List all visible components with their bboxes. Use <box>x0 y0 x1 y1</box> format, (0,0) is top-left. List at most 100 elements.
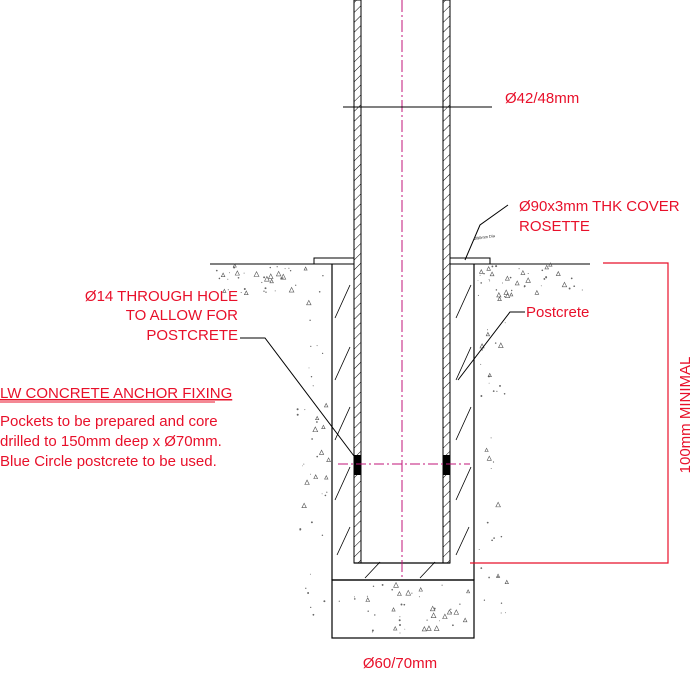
aggregate-dot <box>404 628 406 630</box>
aggregate-dot <box>263 276 266 279</box>
aggregate-dot <box>483 599 486 601</box>
anchor-note-line2: drilled to 150mm deep x Ø70mm. <box>0 433 222 450</box>
aggregate-dot <box>543 277 546 280</box>
aggregate-mark <box>393 581 399 588</box>
core-pocket <box>331 264 475 581</box>
aggregate-dot <box>301 465 303 467</box>
aggregate-dot <box>480 363 482 365</box>
aggregate-mark <box>534 289 540 295</box>
aggregate-mark <box>315 415 320 421</box>
aggregate-dot <box>243 288 246 290</box>
aggregate-dot <box>371 629 374 632</box>
aggregate-dot <box>227 278 229 280</box>
aggregate-mark <box>486 265 491 271</box>
aggregate-dot <box>488 576 490 579</box>
aggregate-dot <box>503 393 506 395</box>
aggregate-dot <box>321 534 324 537</box>
core-diameter-label: Ø60/70mm <box>363 655 437 672</box>
aggregate-dot <box>540 285 542 287</box>
aggregate-dot <box>299 528 302 531</box>
aggregate-mark <box>484 447 489 452</box>
aggregate-mark <box>486 455 492 461</box>
aggregate-mark <box>504 292 511 298</box>
aggregate-dot <box>372 585 375 587</box>
aggregate-mark <box>503 289 509 295</box>
aggregate-dot <box>326 491 328 493</box>
minimal-depth-label: 100mm MINIMAL <box>677 357 694 474</box>
aggregate-dot <box>307 592 310 594</box>
aggregate-dot <box>426 619 428 621</box>
aggregate-dot <box>215 269 218 272</box>
base-speckles <box>338 581 471 634</box>
aggregate-mark <box>544 264 550 270</box>
aggregate-mark <box>446 609 453 615</box>
aggregate-dot <box>477 294 479 296</box>
postcrete-label: Postcrete <box>526 304 589 321</box>
aggregate-dot <box>321 493 323 495</box>
aggregate-dot <box>229 272 230 274</box>
aggregate-mark <box>313 474 319 479</box>
aggregate-dot <box>304 409 306 411</box>
aggregate-mark <box>514 280 520 286</box>
aggregate-dot <box>581 289 583 291</box>
aggregate-dot <box>477 280 479 281</box>
aggregate-dot <box>305 587 307 589</box>
aggregate-mark <box>321 424 326 429</box>
aggregate-dot <box>451 612 452 613</box>
aggregate-dot <box>391 588 393 591</box>
aggregate-dot <box>295 284 297 286</box>
aggregate-dot <box>523 286 525 288</box>
aggregate-mark <box>433 625 440 631</box>
aggregate-mark <box>495 573 501 578</box>
aggregate-mark <box>495 501 501 508</box>
concrete-slab <box>210 262 590 616</box>
aggregate-mark <box>324 475 329 480</box>
aggregate-mark <box>421 626 427 632</box>
aggregate-mark <box>466 589 471 594</box>
aggregate-mark <box>275 270 282 277</box>
aggregate-dot <box>227 289 229 291</box>
leader-lines <box>240 204 525 461</box>
aggregate-dot <box>296 408 299 411</box>
aggregate-mark <box>489 271 495 277</box>
aggregate-mark <box>280 273 287 280</box>
aggregate-dot <box>353 598 356 600</box>
aggregate-dot <box>480 395 483 397</box>
aggregate-dot <box>243 272 245 274</box>
aggregate-mark <box>312 426 319 433</box>
concrete-speckles <box>215 262 583 616</box>
aggregate-mark <box>405 589 412 596</box>
aggregate-mark <box>485 331 491 337</box>
aggregate-mark <box>234 270 240 276</box>
aggregate-mark <box>391 607 396 612</box>
aggregate-dot <box>288 267 290 269</box>
aggregate-dot <box>403 603 406 606</box>
aggregate-dot <box>488 279 490 281</box>
aggregate-dot <box>299 530 301 532</box>
aggregate-mark <box>304 479 310 485</box>
aggregate-dot <box>500 535 503 538</box>
aggregate-dot <box>308 367 310 369</box>
aggregate-mark <box>555 270 561 276</box>
aggregate-dot <box>568 287 571 290</box>
aggregate-dot <box>309 319 311 322</box>
aggregate-dot <box>573 285 576 288</box>
aggregate-mark <box>397 590 402 596</box>
aggregate-dot <box>321 352 324 355</box>
aggregate-mark <box>504 275 510 281</box>
through-hole-label-line3: POSTCRETE <box>146 327 238 344</box>
aggregate-mark <box>269 278 274 284</box>
through-hole <box>338 455 470 475</box>
aggregate-dot <box>496 390 498 392</box>
aggregate-dot <box>480 282 483 284</box>
aggregate-dot <box>276 266 278 268</box>
aggregate-dot <box>296 413 299 416</box>
aggregate-dot <box>400 603 403 606</box>
through-hole-label-line2: TO ALLOW FOR <box>126 307 238 324</box>
aggregate-dot <box>310 375 313 378</box>
aggregate-dot <box>439 620 440 622</box>
aggregate-mark <box>253 270 260 277</box>
aggregate-mark <box>426 625 432 631</box>
aggregate-dot <box>318 291 321 293</box>
